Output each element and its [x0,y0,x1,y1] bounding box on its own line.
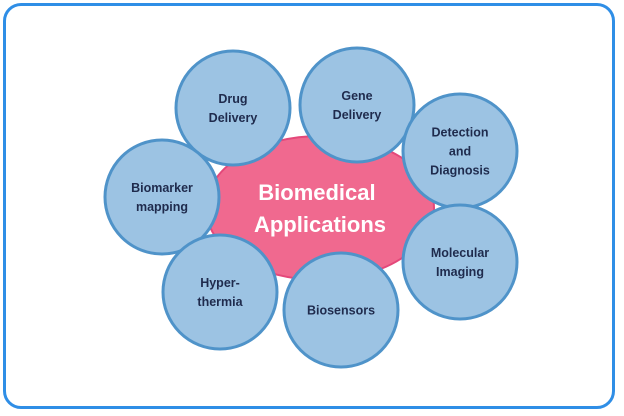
node-circle-biosensors [282,251,400,369]
center-label-line-1: Biomedical [258,180,375,205]
center-label-line-2: Applications [254,212,386,237]
node-label-biomarker-mapping: Biomarker mapping [131,181,193,214]
node-label-line: Delivery [333,108,382,122]
node-label-line: thermia [197,295,243,309]
node-label-line: Delivery [209,111,258,125]
node-label-line: Gene [341,89,372,103]
node-hyperthermia: Hyper-thermia [161,233,279,351]
node-circle-biomarker-mapping [103,138,221,256]
node-label-line: Hyper- [200,276,240,290]
node-label-line: mapping [136,200,188,214]
node-label-line: Detection [432,126,489,140]
node-label-line: Drug [218,92,247,106]
node-circle-gene-delivery [298,46,416,164]
center-node: Biomedical Applications [205,135,435,281]
svg-text:Biomedical Applications: Biomedical Applications [254,180,386,237]
node-label-line: Diagnosis [430,164,490,178]
node-biosensors: Biosensors [282,251,400,369]
node-label-line: Molecular [431,246,489,260]
node-label-biosensors: Biosensors [307,304,375,318]
node-label-line: Biomarker [131,181,193,195]
node-label-hyperthermia: Hyper-thermia [197,276,243,309]
node-circle-molecular-imaging [401,203,519,321]
node-circle-drug-delivery [174,49,292,167]
node-biomarker-mapping: Biomarker mapping [103,138,221,256]
node-label-line: Biosensors [307,304,375,318]
node-label-line: Imaging [436,265,484,279]
node-circle-hyperthermia [161,233,279,351]
node-label-line: and [449,145,471,159]
